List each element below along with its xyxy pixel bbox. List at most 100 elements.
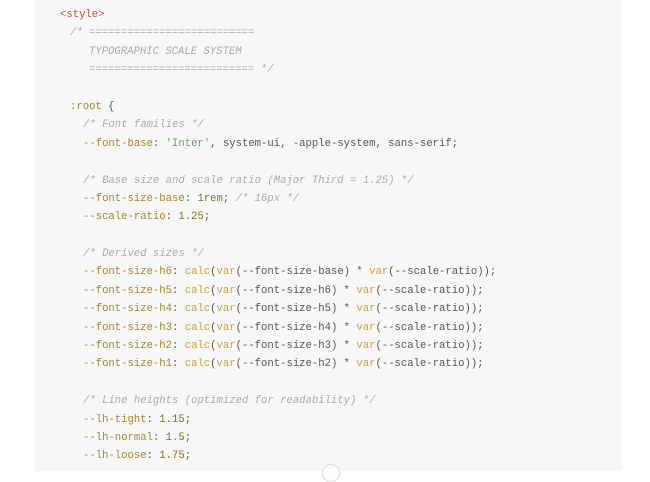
code-line: --scale-ratio: 1.25; xyxy=(35,208,496,226)
code-token-prop: --lh-normal xyxy=(83,431,153,444)
code-token-prop: --font-size-h6 xyxy=(83,266,173,279)
code-token-num: 1.15 xyxy=(159,413,185,426)
code-token-com: ========================== */ xyxy=(89,64,274,77)
code-token-prop: --font-size-h4 xyxy=(83,303,173,316)
scroll-down-button[interactable] xyxy=(322,464,340,482)
code-token-plain: (--scale-ratio)); xyxy=(375,284,484,297)
code-token-com: /* 16px */ xyxy=(235,192,300,205)
code-token-fn: var xyxy=(369,266,389,279)
code-token-prop: --font-size-h1 xyxy=(83,358,173,371)
code-line: /* Line heights (optimized for readabili… xyxy=(35,392,496,410)
code-token-plain: : xyxy=(165,211,179,224)
code-token-prop: --scale-ratio xyxy=(83,211,166,224)
code-token-sel: :root xyxy=(70,100,102,113)
code-line: ========================== */ xyxy=(35,61,496,79)
code-token-plain: (--font-size-h6) * xyxy=(235,284,357,297)
code-token-fn: var xyxy=(356,303,376,316)
code-line: --font-size-h4: calc(var(--font-size-h5)… xyxy=(35,300,496,318)
code-token-plain: ( xyxy=(210,358,217,371)
code-line: /* Derived sizes */ xyxy=(35,245,496,263)
code-token-plain: : xyxy=(172,321,185,334)
code-token-prop: --font-size-base xyxy=(83,192,185,205)
code-line: --font-base: 'Inter', system-ui, -apple-… xyxy=(35,135,496,153)
code-token-prop: --font-size-h2 xyxy=(83,340,173,353)
code-token-com: /* ========================== xyxy=(70,27,255,40)
code-token-plain: : xyxy=(152,431,166,444)
code-token-num: 1.5 xyxy=(165,431,185,444)
code-content: <style> /* ========================== TYPO… xyxy=(35,6,496,466)
code-token-num: 1rem xyxy=(197,192,223,205)
code-token-fn: var xyxy=(216,340,236,353)
code-token-plain: (--scale-ratio)); xyxy=(375,321,484,334)
code-token-plain: (--font-size-h3) * xyxy=(235,340,357,353)
code-token-fn: var xyxy=(216,266,236,279)
code-line: --font-size-h6: calc(var(--font-size-bas… xyxy=(35,263,496,281)
code-line: --lh-tight: 1.15; xyxy=(35,411,496,429)
code-token-plain: : xyxy=(172,340,185,353)
code-token-prop: --font-size-h5 xyxy=(83,284,173,297)
code-line: --lh-loose: 1.75; xyxy=(35,447,496,465)
code-token-plain: : xyxy=(172,358,185,371)
code-token-plain: ; xyxy=(203,211,211,224)
code-line: --lh-normal: 1.5; xyxy=(35,429,496,447)
code-token-fn: var xyxy=(356,358,376,371)
code-token-fn: var xyxy=(356,340,376,353)
code-token-plain: : xyxy=(146,413,160,426)
code-token-plain: : xyxy=(172,284,185,297)
code-token-fn: var xyxy=(356,321,376,334)
code-line: <style> xyxy=(35,6,496,24)
code-line: /* ========================== xyxy=(35,24,496,42)
code-block: <style> /* ========================== TYPO… xyxy=(35,0,622,471)
code-token-plain: ( xyxy=(210,303,217,316)
code-token-plain: (--font-size-base) * xyxy=(235,266,370,279)
code-token-plain: ; xyxy=(222,192,236,205)
code-line: --font-size-h2: calc(var(--font-size-h3)… xyxy=(35,337,496,355)
code-token-plain: ( xyxy=(210,340,217,353)
code-token-plain: ( xyxy=(210,321,217,334)
code-line: --font-size-base: 1rem; /* 16px */ xyxy=(35,190,496,208)
code-line xyxy=(35,227,496,245)
code-token-fn: calc xyxy=(184,303,211,316)
code-token-plain: (--scale-ratio)); xyxy=(375,303,484,316)
code-token-tag: <style> xyxy=(60,9,105,21)
code-token-plain: (--font-size-h2) * xyxy=(235,358,357,371)
code-token-prop: --font-size-h3 xyxy=(83,321,173,334)
code-token-num: 1.75 xyxy=(159,450,185,463)
code-token-fn: var xyxy=(356,284,376,297)
code-token-plain: (--font-size-h5) * xyxy=(235,303,357,316)
code-token-plain: : xyxy=(146,450,160,463)
code-token-plain: (--scale-ratio)); xyxy=(375,358,484,371)
code-token-plain: : xyxy=(152,137,166,150)
code-token-str: 'Inter' xyxy=(165,137,211,150)
code-token-fn: calc xyxy=(184,321,211,334)
code-token-com: TYPOGRAPHIC SCALE SYSTEM xyxy=(89,45,242,58)
code-token-prop: --lh-tight xyxy=(83,413,147,426)
code-token-plain: ( xyxy=(210,284,217,297)
code-token-plain: (--scale-ratio)); xyxy=(388,266,497,279)
code-token-fn: var xyxy=(216,284,236,297)
code-token-fn: var xyxy=(216,321,236,334)
code-token-prop: --font-base xyxy=(83,137,153,150)
code-token-fn: calc xyxy=(184,358,211,371)
code-line: /* Font families */ xyxy=(35,116,496,134)
code-token-plain: : xyxy=(172,266,185,279)
code-token-plain: ; xyxy=(184,431,192,444)
code-token-com: /* Base size and scale ratio (Major Thir… xyxy=(83,174,414,187)
code-line xyxy=(35,80,496,98)
code-token-com: /* Font families */ xyxy=(83,119,204,132)
code-line xyxy=(35,374,496,392)
code-token-plain: : xyxy=(172,303,185,316)
code-token-prop: --lh-loose xyxy=(83,450,147,463)
code-token-plain: (--scale-ratio)); xyxy=(375,340,484,353)
code-token-fn: var xyxy=(216,303,236,316)
code-line xyxy=(35,153,496,171)
code-token-plain: ; xyxy=(184,413,192,426)
code-token-plain: ; xyxy=(184,450,192,463)
code-token-com: /* Line heights (optimized for readabili… xyxy=(83,395,376,408)
code-token-fn: calc xyxy=(184,340,211,353)
code-line: :root { xyxy=(35,98,496,116)
code-token-num: 1.25 xyxy=(178,211,204,224)
code-line: TYPOGRAPHIC SCALE SYSTEM xyxy=(35,43,496,61)
code-line: --font-size-h3: calc(var(--font-size-h4)… xyxy=(35,319,496,337)
code-token-fn: calc xyxy=(184,284,211,297)
